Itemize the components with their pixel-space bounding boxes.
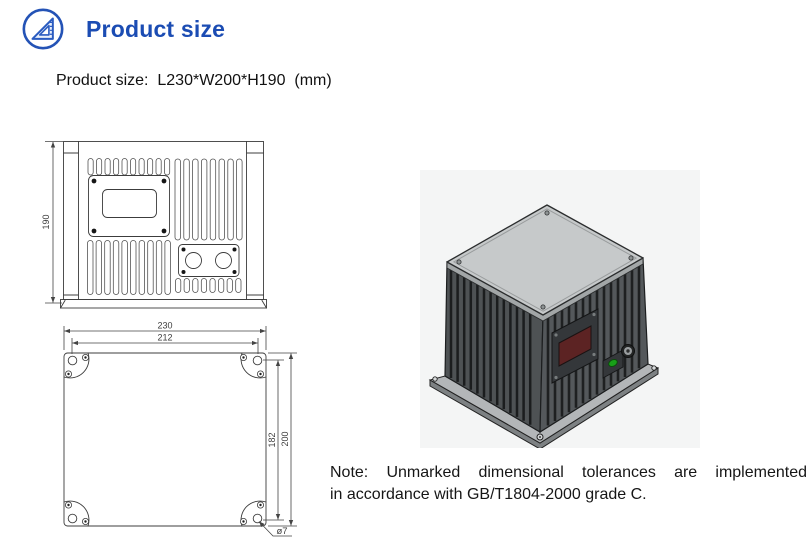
tolerance-note: Note: Unmarked dimensional tolerances ar… [330, 462, 807, 506]
bottom-view-drawing: 230 212 182 200 ø7 [63, 321, 297, 537]
page-header: Product size [22, 8, 225, 50]
display-window [558, 325, 592, 367]
dimension-height-190: 190 [41, 141, 63, 304]
display-panel-3d [551, 308, 599, 384]
dimension-hole-span-182: 182 [263, 359, 284, 521]
vent-slots-top [87, 158, 171, 176]
lid-top [446, 204, 644, 316]
dimension-depth-200: 200 [268, 352, 297, 527]
front-view-outline [59, 141, 268, 309]
dim-label-hole-diameter: ø7 [276, 526, 287, 537]
connector-panel-drawing [178, 244, 240, 277]
connector-3d [621, 344, 635, 358]
panel-screws [554, 312, 596, 380]
note-line-1: Note: Unmarked dimensional tolerances ar… [330, 464, 807, 481]
note-line-2: in accordance with GB/T1804-2000 grade C… [330, 486, 647, 503]
dim-label-190: 190 [41, 214, 51, 229]
dim-label-200: 200 [280, 431, 290, 446]
dimension-hole-span-212: 212 [71, 333, 259, 354]
display-panel-drawing [88, 175, 170, 237]
lid-screws [456, 210, 634, 310]
mounting-hole-right [651, 365, 657, 371]
front-view-drawing: 190 [41, 141, 268, 309]
vent-slots-bottom-left [87, 240, 171, 295]
dimension-hole-diameter: ø7 [258, 521, 292, 537]
bottom-view-outline [63, 352, 267, 527]
vent-slots-bottom-right [175, 278, 242, 293]
dim-label-182: 182 [267, 432, 277, 447]
dim-label-212: 212 [157, 333, 172, 343]
page-title: Product size [86, 15, 226, 42]
vent-slots-right [174, 158, 243, 241]
mounting-hole-left [432, 376, 438, 382]
green-led [608, 358, 618, 368]
mounting-holes [64, 354, 264, 525]
ruler-triangle-icon [22, 8, 64, 50]
corner-screws [64, 354, 264, 525]
dim-label-230: 230 [157, 321, 172, 331]
power-indicator [602, 349, 624, 379]
dimension-width-230: 230 [63, 321, 267, 350]
product-size-spec: Product size: L230*W200*H190 (mm) [56, 72, 332, 89]
product-3d-render [420, 170, 700, 448]
